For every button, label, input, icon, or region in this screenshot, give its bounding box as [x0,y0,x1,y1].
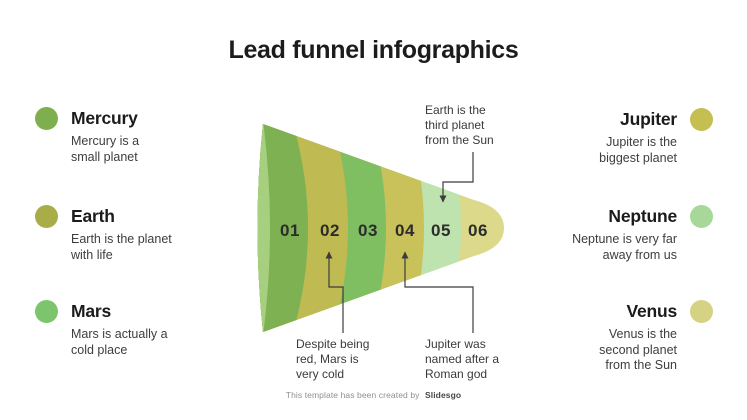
mercury-dot-icon [35,107,58,130]
legend-item-mercury: Mercury Mercury is a small planet [35,107,139,165]
annotation-connector-jupiter [401,251,474,333]
planet-name: Neptune [608,206,677,226]
page-title: Lead funnel infographics [228,36,519,64]
planet-name: Mercury [71,108,138,128]
planet-name: Mars [71,301,112,321]
earth-text: Earth Earth is the planet with life [71,205,172,263]
footer-text: This template has been created by [285,390,420,400]
funnel-label-06: 06 [468,221,488,240]
annotation-connector-earth [439,152,474,203]
neptune-text: Neptune Neptune is very far away from us [572,205,677,263]
funnel-label-05: 05 [431,221,451,240]
planet-description: Mercury is a small planet [71,134,140,164]
legend-item-mars: Mars Mars is actually a cold place [35,300,168,358]
mars-text: Mars Mars is actually a cold place [71,300,168,358]
funnel-mouth-highlight [257,124,270,332]
legend-item-neptune: Neptune Neptune is very far away from us [572,205,713,263]
funnel-segment-01 [257,124,308,332]
mars-dot-icon [35,300,58,323]
annotation-jupiter: Jupiter was named after a Roman god [425,337,500,381]
planet-description: Venus is the second planet from the Sun [599,327,677,372]
footer: This template has been created by Slides… [0,390,747,400]
planet-description: Mars is actually a cold place [71,327,168,357]
funnel-label-03: 03 [358,221,378,240]
venus-dot-icon [690,300,713,323]
footer-brand: Slidesgo [424,390,462,400]
planet-description: Earth is the planet with life [71,232,172,262]
venus-text: Venus Venus is the second planet from th… [599,300,677,374]
legend-item-jupiter: Jupiter Jupiter is the biggest planet [599,108,713,166]
funnel-label-02: 02 [320,221,340,240]
annotation-earth: Earth is the third planet from the Sun [425,103,494,147]
planet-description: Jupiter is the biggest planet [599,135,677,165]
legend-item-venus: Venus Venus is the second planet from th… [599,300,713,374]
legend-item-earth: Earth Earth is the planet with life [35,205,172,263]
funnel-label-01: 01 [280,221,300,240]
planet-name: Earth [71,206,115,226]
jupiter-text: Jupiter Jupiter is the biggest planet [599,108,677,166]
planet-name: Venus [626,301,677,321]
neptune-dot-icon [690,205,713,228]
annotation-connector-mars [325,251,344,333]
funnel-label-04: 04 [395,221,415,240]
mercury-text: Mercury Mercury is a small planet [71,107,139,165]
planet-name: Jupiter [620,109,677,129]
planet-description: Neptune is very far away from us [572,232,677,262]
earth-dot-icon [35,205,58,228]
jupiter-dot-icon [690,108,713,131]
annotation-mars: Despite being red, Mars is very cold [296,337,370,381]
